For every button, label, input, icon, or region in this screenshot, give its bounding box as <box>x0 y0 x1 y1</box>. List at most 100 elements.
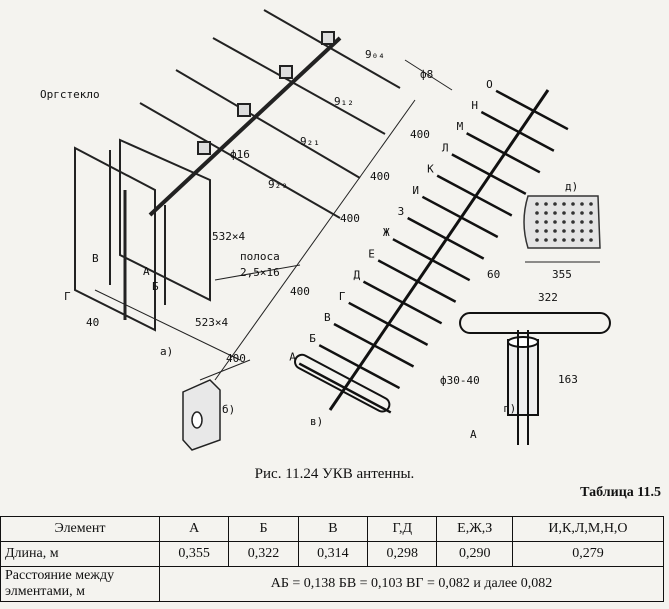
yagi-element-2 <box>333 322 415 368</box>
label-400-1: 400 <box>410 128 430 141</box>
label-322: 322 <box>538 291 558 304</box>
plate-hole <box>544 229 548 233</box>
label-A-detail: А <box>470 428 477 441</box>
plate-hole <box>535 202 539 206</box>
yagi-element-0 <box>298 362 392 414</box>
yagi-element-1 <box>318 344 401 390</box>
table-cell: 0,279 <box>511 541 665 567</box>
element-table: Элемент А Б В Г,Д Е,Ж,З И,К,Л,М,Н,О Длин… <box>0 516 665 602</box>
table-header-cell: Элемент <box>0 516 160 542</box>
table-cell: Расстояние между элментами, м <box>0 566 160 602</box>
yagi-element-11 <box>466 132 541 174</box>
table-header-row: Элемент А Б В Г,Д Е,Ж,З И,К,Л,М,Н,О <box>0 516 665 542</box>
table-header-cell: И,К,Л,М,Н,О <box>511 516 665 542</box>
label-921: 9₂₁ <box>300 135 320 148</box>
plate-hole <box>553 238 557 242</box>
plate-hole <box>535 238 539 242</box>
yagi-letter-label: Г <box>339 290 346 303</box>
label-d: д) <box>565 180 578 193</box>
label-532: 532×4 <box>212 230 245 243</box>
label-a: а) <box>160 345 173 358</box>
plate-hole <box>571 220 575 224</box>
label-355: 355 <box>552 268 572 281</box>
plate-hole <box>535 211 539 215</box>
label-polosa: полоса <box>240 250 280 263</box>
figure-caption: Рис. 11.24 УКВ антенны. <box>254 466 415 482</box>
table-cell: 0,298 <box>367 541 438 567</box>
table-cell: 0,322 <box>228 541 299 567</box>
plate-detail-drawing <box>523 195 601 263</box>
yagi-letter-label: В <box>324 311 331 324</box>
plate-hole <box>553 220 557 224</box>
plate-hole <box>580 220 584 224</box>
yagi-element-10 <box>451 153 527 195</box>
label-400-2: 400 <box>370 170 390 183</box>
table-cell: АБ = 0,138 БВ = 0,103 ВГ = 0,082 и далее… <box>159 566 664 602</box>
label-g: г) <box>503 402 516 415</box>
yagi-element-3 <box>348 301 429 347</box>
plate-hole <box>580 202 584 206</box>
yagi-letter-label: О <box>486 78 493 91</box>
table-title: Таблица 11.5 <box>580 485 661 500</box>
plate-hole <box>553 202 557 206</box>
label-A-left: А <box>143 265 150 278</box>
plate-hole <box>571 202 575 206</box>
plate-hole <box>571 211 575 215</box>
yagi-letter-label: Н <box>471 99 478 112</box>
label-phi8: ф8 <box>420 68 433 81</box>
quad-antenna-drawing <box>74 9 401 361</box>
yagi-element-7 <box>407 216 485 260</box>
label-400-4: 400 <box>290 285 310 298</box>
plate-hole <box>562 220 566 224</box>
table-row-distance: Расстояние между элментами, м АБ = 0,138… <box>0 566 664 602</box>
yagi-letter-label: З <box>398 205 405 218</box>
label-phi16: ф16 <box>230 148 250 161</box>
label-163: 163 <box>558 373 578 386</box>
table-cell: 0,355 <box>158 541 230 567</box>
yagi-letter-label: Е <box>368 247 375 260</box>
yagi-letter-label: Д <box>353 269 360 282</box>
label-V-left: В <box>92 252 99 265</box>
plate-hole <box>571 229 575 233</box>
label-B-left: Б <box>152 280 159 293</box>
plate-hole <box>562 211 566 215</box>
connector-box-drawing <box>182 379 221 451</box>
label-40: 40 <box>86 316 99 329</box>
table-cell: 0,290 <box>436 541 513 567</box>
label-phi3040: ф30-40 <box>440 374 480 387</box>
yagi-element-9 <box>436 174 513 217</box>
yagi-letter-label: И <box>412 184 419 197</box>
yagi-letter-label: Л <box>442 141 449 154</box>
yagi-element-13 <box>495 89 569 131</box>
plate-hole <box>562 238 566 242</box>
label-orgsteklo: Оргстекло <box>40 88 100 101</box>
plate-hole <box>544 220 548 224</box>
yagi-letter-label: Ж <box>383 226 390 239</box>
yagi-letter-label: М <box>457 120 464 133</box>
plate-hole <box>553 211 557 215</box>
label-929: 9₂₉ <box>268 178 288 191</box>
yagi-antenna-drawing <box>298 89 569 414</box>
table-header-cell: Е,Ж,З <box>436 516 513 542</box>
table-cell: Длина, м <box>0 541 160 567</box>
label-G-left: Г <box>64 290 71 303</box>
plate-hole <box>544 202 548 206</box>
yagi-element-12 <box>480 110 555 152</box>
plate-hole <box>535 229 539 233</box>
plate-hole <box>544 211 548 215</box>
plate-hole <box>580 238 584 242</box>
yagi-letter-label: Б <box>309 332 316 345</box>
label-b: б) <box>222 403 235 416</box>
plate-hole <box>589 229 593 233</box>
table-cell: 0,314 <box>297 541 369 567</box>
plate-hole <box>562 229 566 233</box>
yagi-letter-label: К <box>427 163 434 176</box>
label-polosa-size: 2,5×16 <box>240 266 280 279</box>
yagi-element-6 <box>392 238 471 282</box>
plate-hole <box>580 211 584 215</box>
yagi-element-5 <box>377 259 457 303</box>
plate-hole <box>589 220 593 224</box>
label-912: 9₁₂ <box>334 95 354 108</box>
plate-hole <box>589 238 593 242</box>
label-60: 60 <box>487 268 500 281</box>
